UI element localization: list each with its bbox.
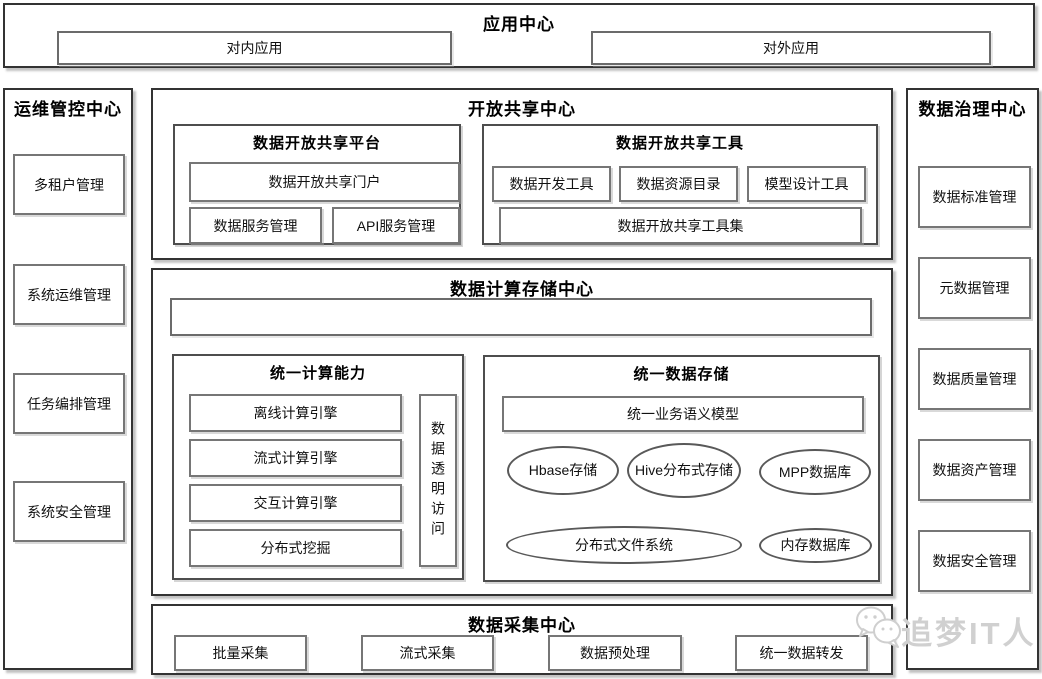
collect-center-title: 数据采集中心 [468, 616, 576, 635]
box-tenant-mgmt: 多租户管理 [13, 154, 125, 215]
box-model-design-tool: 模型设计工具 [747, 166, 866, 202]
ops-center-title: 运维管控中心 [14, 100, 122, 119]
unified-storage-title: 统一数据存储 [633, 366, 730, 383]
compute-storage-title: 数据计算存储中心 [450, 280, 594, 299]
box-data-service-mgmt: 数据服务管理 [189, 207, 322, 244]
box-task-orchestration-mgmt: 任务编排管理 [13, 373, 125, 434]
box-data-dev-tool: 数据开发工具 [492, 166, 611, 202]
box-data-quality-mgmt: 数据质量管理 [918, 348, 1031, 410]
section-collect-center: 数据采集中心 批量采集 流式采集 数据预处理 统一数据转发 [151, 604, 893, 675]
open-share-platform-title: 数据开放共享平台 [252, 135, 381, 152]
section-ops-center: 运维管控中心 多租户管理 系统运维管理 任务编排管理 系统安全管理 [3, 88, 133, 670]
unified-compute-title: 统一计算能力 [269, 365, 366, 382]
box-sys-security-mgmt: 系统安全管理 [13, 481, 125, 542]
section-app-center: 应用中心 对内应用 对外应用 [3, 3, 1035, 68]
section-compute-storage-center: 数据计算存储中心 统一计算能力 离线计算引擎 流式计算引擎 交互计算引擎 分布式… [151, 268, 893, 596]
box-metadata-mgmt: 元数据管理 [918, 257, 1031, 319]
open-share-title: 开放共享中心 [468, 100, 576, 119]
box-api-service-mgmt: API服务管理 [332, 207, 460, 244]
box-open-share-portal: 数据开放共享门户 [189, 162, 460, 202]
watermark-text: 追梦IT人 [901, 616, 1037, 651]
section-open-share-center: 开放共享中心 数据开放共享平台 数据开放共享门户 数据服务管理 API服务管理 … [151, 88, 893, 260]
app-center-title: 应用中心 [483, 15, 555, 34]
box-compute-storage-empty [170, 298, 872, 336]
wechat-icon [854, 603, 906, 658]
subsection-open-share-platform: 数据开放共享平台 数据开放共享门户 数据服务管理 API服务管理 [173, 124, 461, 245]
box-unified-data-forward: 统一数据转发 [735, 635, 868, 671]
subsection-unified-compute: 统一计算能力 离线计算引擎 流式计算引擎 交互计算引擎 分布式挖掘 数据透明访问 [172, 354, 464, 580]
box-data-standard-mgmt: 数据标准管理 [918, 166, 1031, 228]
ellipse-mpp-database: MPP数据库 [759, 449, 871, 495]
box-batch-collect: 批量采集 [174, 635, 307, 671]
ellipse-distributed-file-system: 分布式文件系统 [506, 526, 742, 564]
box-unified-business-semantic-model: 统一业务语义模型 [502, 396, 864, 432]
box-data-preprocess: 数据预处理 [548, 635, 682, 671]
box-data-asset-mgmt: 数据资产管理 [918, 439, 1031, 501]
box-stream-collect: 流式采集 [361, 635, 494, 671]
box-distributed-mining: 分布式挖掘 [189, 529, 402, 567]
subsection-open-share-tools: 数据开放共享工具 数据开发工具 数据资源目录 模型设计工具 数据开放共享工具集 [482, 124, 878, 245]
box-interactive-compute-engine: 交互计算引擎 [189, 484, 402, 522]
box-data-security-mgmt: 数据安全管理 [918, 530, 1031, 592]
section-governance-center: 数据治理中心 数据标准管理 元数据管理 数据质量管理 数据资产管理 数据安全管理 [906, 88, 1039, 670]
box-open-share-toolset: 数据开放共享工具集 [499, 207, 862, 244]
subsection-unified-storage: 统一数据存储 统一业务语义模型 Hbase存储 Hive分布式存储 MPP数据库… [483, 355, 880, 582]
box-stream-compute-engine: 流式计算引擎 [189, 439, 402, 477]
box-sys-ops-mgmt: 系统运维管理 [13, 264, 125, 325]
box-external-apps: 对外应用 [591, 31, 991, 65]
ellipse-hive-distributed-storage: Hive分布式存储 [627, 443, 741, 498]
ellipse-in-memory-database: 内存数据库 [759, 528, 872, 563]
box-data-resource-catalog: 数据资源目录 [619, 166, 738, 202]
box-internal-apps: 对内应用 [57, 31, 452, 65]
box-data-transparent-access: 数据透明访问 [419, 394, 457, 567]
governance-center-title: 数据治理中心 [918, 100, 1027, 119]
ellipse-hbase-storage: Hbase存储 [507, 446, 619, 495]
box-offline-compute-engine: 离线计算引擎 [189, 394, 402, 432]
open-share-tools-title: 数据开放共享工具 [615, 135, 744, 152]
